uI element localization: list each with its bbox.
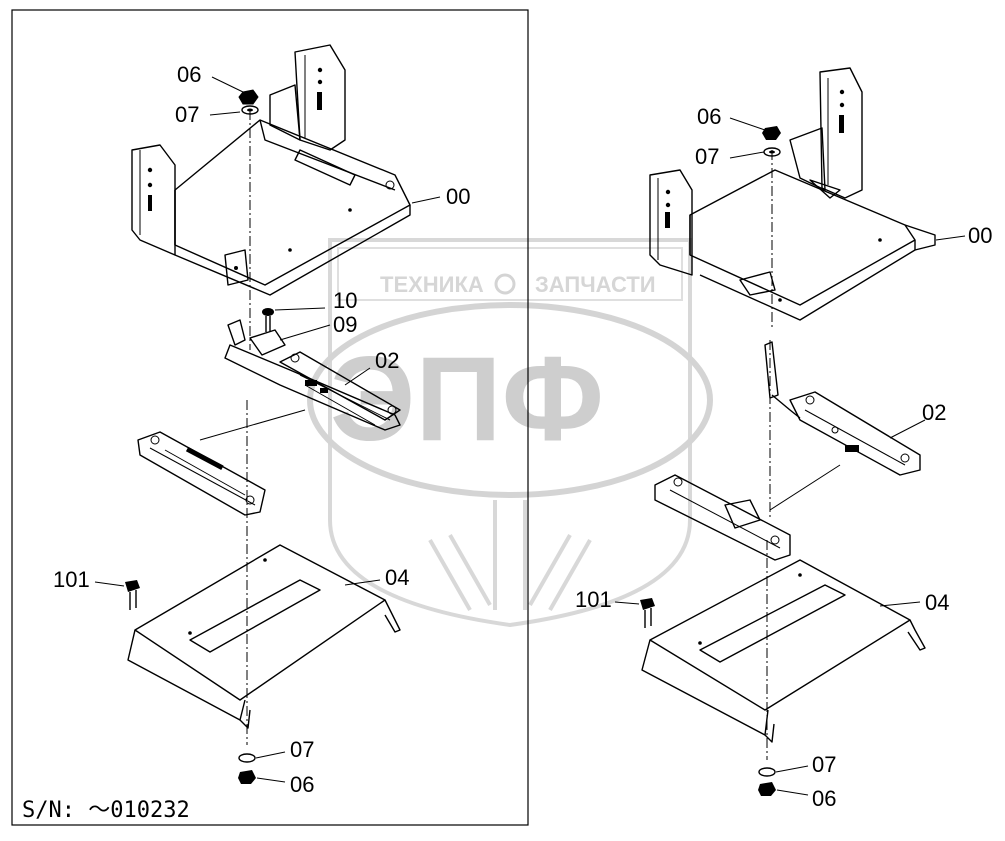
right-label-06-top: 06 — [697, 104, 721, 129]
left-bolt-101 — [125, 580, 140, 610]
right-nut-top — [762, 126, 781, 140]
left-washer-top — [241, 105, 259, 115]
left-base-plate — [127, 544, 401, 729]
right-label-04: 04 — [925, 590, 949, 615]
right-slide-rail-lower — [654, 474, 791, 561]
watermark: ТЕХНИКА ЗАПЧАСТИ ЭПФ — [307, 238, 713, 628]
left-label-00: 00 — [446, 184, 470, 209]
right-label-02: 02 — [922, 400, 946, 425]
left-label-10: 10 — [333, 288, 357, 313]
serial-number-note: S/N: ～010232 — [22, 798, 190, 823]
right-label-101: 101 — [575, 587, 612, 612]
left-label-02: 02 — [375, 348, 399, 373]
right-slide-rail-upper — [764, 341, 921, 476]
left-part-09 — [249, 329, 286, 356]
watermark-gear-icon — [494, 273, 516, 295]
left-nut-bottom — [238, 770, 256, 784]
right-label-07-bottom: 07 — [812, 752, 836, 777]
left-label-06-top: 06 — [177, 62, 201, 87]
left-bolt-10 — [262, 308, 274, 332]
watermark-brand-left: ТЕХНИКА — [380, 272, 484, 297]
right-view: 06 07 00 02 101 04 07 06 — [575, 67, 992, 811]
left-label-06-bottom: 06 — [290, 772, 314, 797]
left-label-09: 09 — [333, 312, 357, 337]
left-label-07-bottom: 07 — [290, 737, 314, 762]
right-base-plate — [641, 559, 926, 743]
watermark-brand-right: ЗАПЧАСТИ — [535, 272, 656, 297]
left-washer-bottom — [238, 753, 256, 763]
right-label-06-bottom: 06 — [812, 786, 836, 811]
left-label-07-top: 07 — [175, 102, 199, 127]
left-slide-rail-lower — [137, 431, 266, 516]
left-label-04: 04 — [385, 565, 409, 590]
right-label-00: 00 — [968, 223, 992, 248]
left-view: 06 07 00 10 09 02 101 04 07 06 — [53, 44, 470, 797]
watermark-logo-letters: ЭПФ — [330, 332, 604, 466]
left-slide-rail-upper — [224, 319, 401, 431]
left-view-frame — [11, 9, 529, 826]
left-label-101: 101 — [53, 567, 90, 592]
left-seat-bracket — [131, 44, 411, 296]
right-seat-bracket — [649, 67, 936, 321]
right-nut-bottom — [758, 782, 776, 796]
right-label-07-top: 07 — [695, 144, 719, 169]
right-bolt-101 — [640, 598, 655, 628]
left-nut-top — [238, 89, 259, 105]
right-washer-bottom — [758, 767, 776, 777]
